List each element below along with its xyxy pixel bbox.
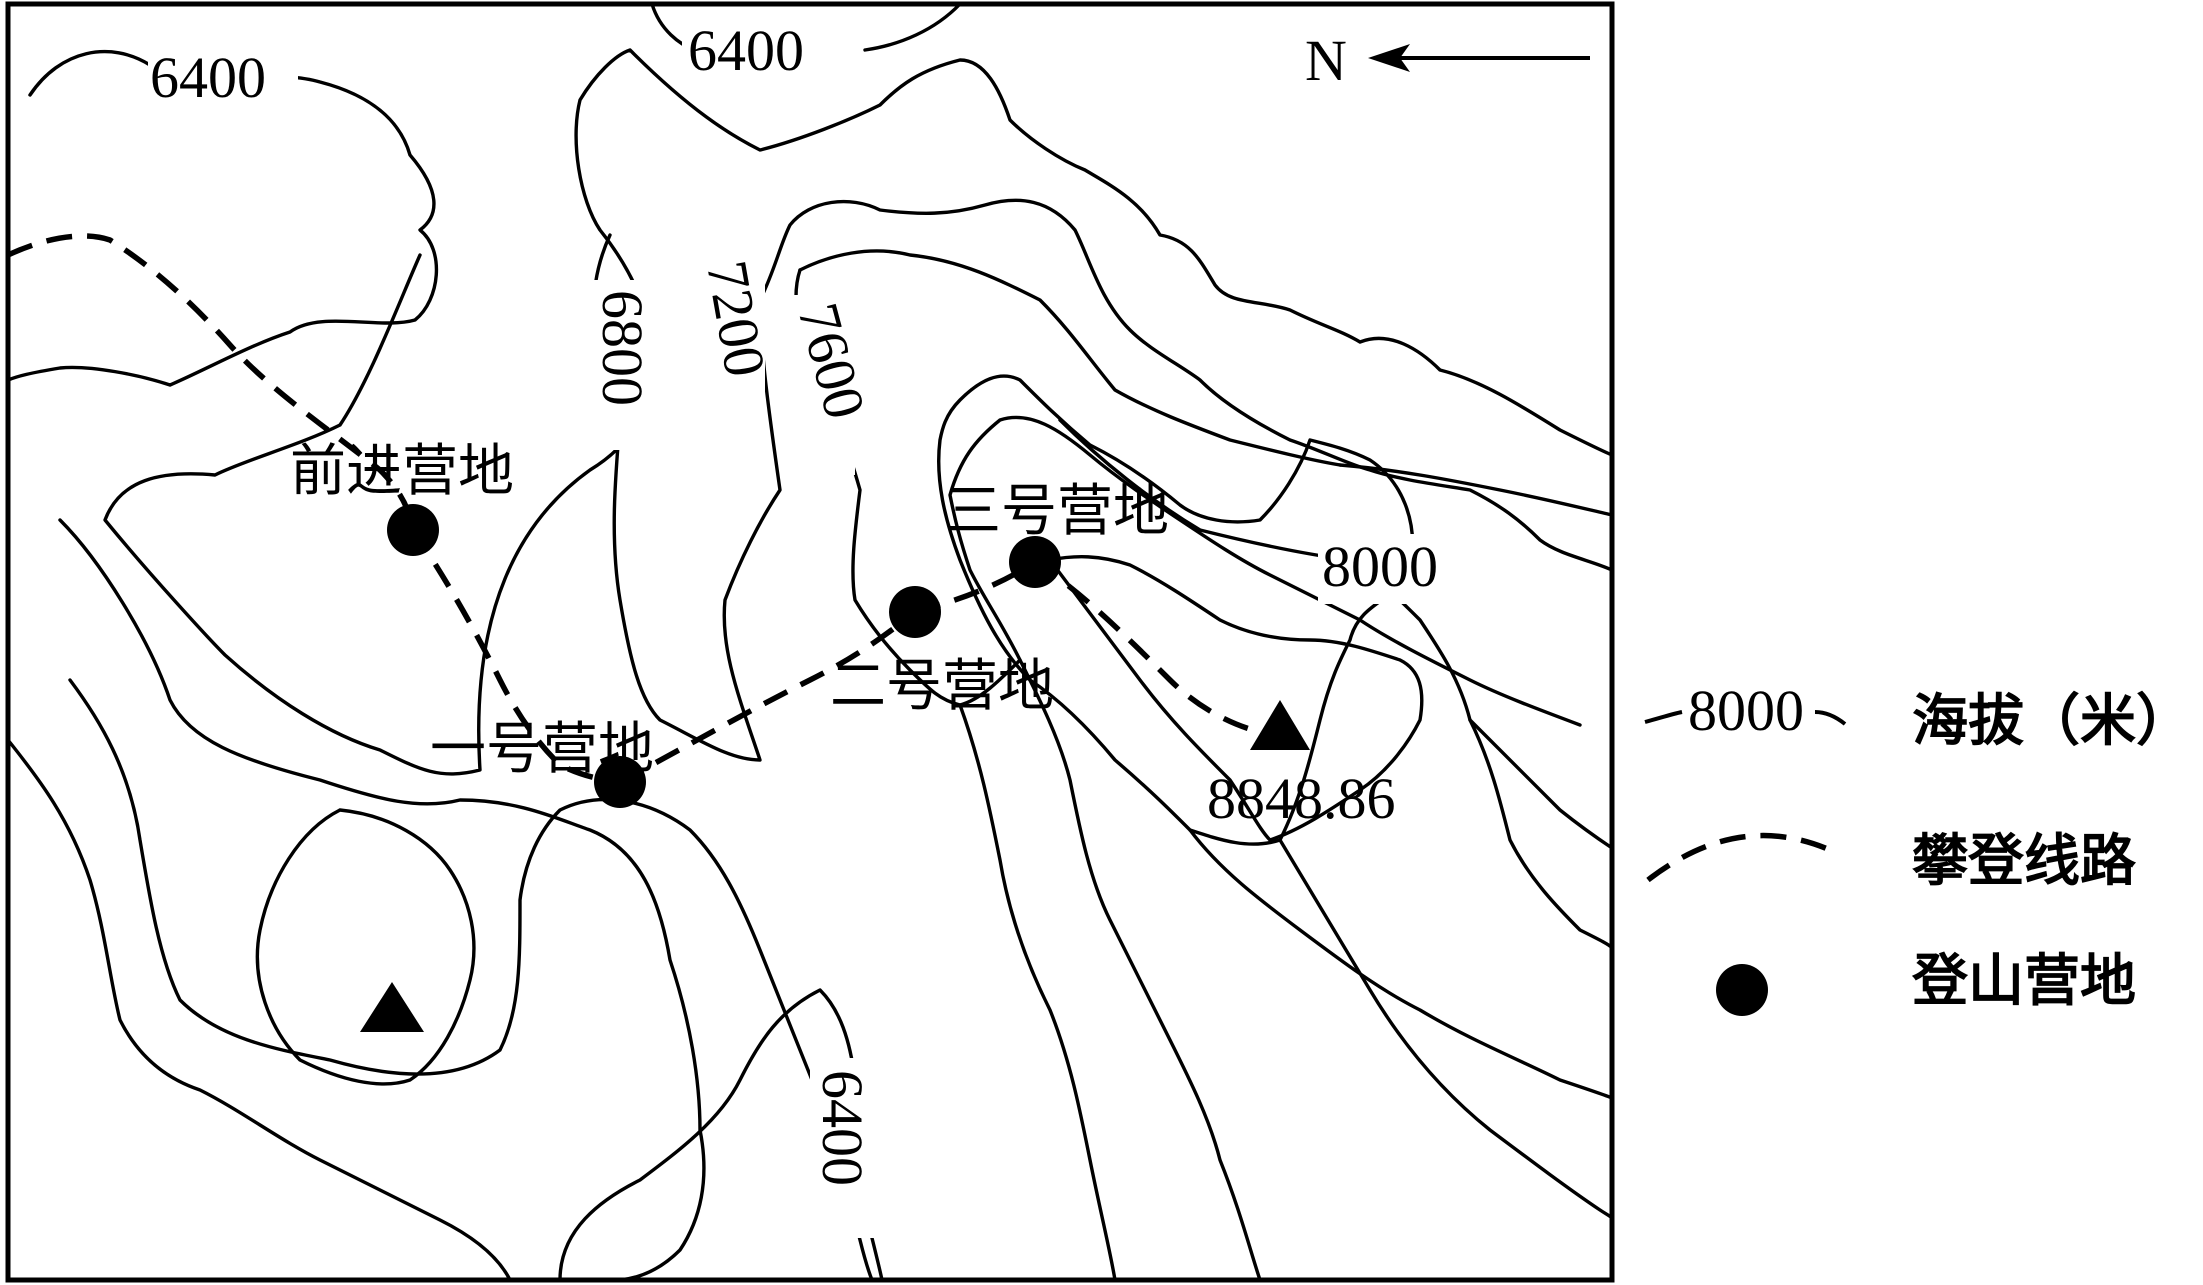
legend-route-line	[1646, 832, 1832, 883]
contour-6400-bottom	[558, 988, 857, 1282]
camp-dot-advance	[387, 504, 439, 556]
north-label: N	[1305, 28, 1347, 93]
legend-route-label: 攀登线路	[1912, 829, 2137, 894]
camp-dot-3	[1009, 536, 1061, 588]
camp-label-camp3: 三号营地	[945, 479, 1169, 544]
legend-contour-value: 8000	[1688, 678, 1804, 743]
camp-labels: 前进营地 一号营地 二号营地 三号营地	[290, 439, 1169, 782]
contour-label-6800: 6800	[590, 290, 655, 406]
legend-route: 攀登线路	[1646, 829, 2137, 894]
contour-6400-top-2	[863, 2, 962, 52]
route-segment-advance-to-camp1	[410, 528, 621, 785]
contour-right-3	[1188, 828, 1614, 1100]
camp-dot-1	[594, 756, 646, 808]
secondary-peak-triangle-icon	[360, 982, 424, 1032]
peaks: 8848.86	[360, 700, 1396, 1032]
contour-left-lobe	[58, 518, 706, 1282]
camp-label-camp1: 一号营地	[430, 717, 654, 782]
route-segment-camp3-to-summit	[1033, 559, 1276, 738]
contour-lower-left	[6, 738, 512, 1282]
legend-contour: 8000 海拔（米）	[1644, 678, 2192, 754]
contour-label-8000: 8000	[1322, 534, 1438, 599]
camp-label-camp2: 二号营地	[830, 654, 1054, 719]
contour-right-2	[958, 703, 1117, 1282]
contour-8000-outer	[1058, 418, 1614, 950]
legend-contour-line-left	[1644, 710, 1683, 724]
contour-6800	[103, 48, 1614, 776]
contour-right-4	[1278, 838, 1614, 1220]
camp-dot-2	[889, 586, 941, 638]
contour-right-6	[1338, 463, 1614, 517]
contour-7600-branch	[798, 249, 1342, 467]
route-segment-camp1-to-camp2	[618, 609, 917, 785]
contour-labels: 6400 6400 6800 7200 7600 8000 6400	[150, 18, 1438, 1186]
legend-camp-label: 登山营地	[1911, 949, 2136, 1014]
contour-7200	[591, 198, 1614, 762]
legend-camp: 登山营地	[1716, 949, 2136, 1016]
north-arrow: N	[1305, 28, 1590, 93]
contour-summit-inner	[1048, 555, 1424, 842]
contour-left-inner	[255, 808, 476, 1086]
map-frame	[5, 1, 1615, 1283]
label-knockouts	[148, 12, 1468, 1238]
legend: 8000 海拔（米） 攀登线路 登山营地	[1644, 678, 2192, 1016]
contour-lines	[6, 2, 1614, 1282]
contour-right-1	[1018, 658, 1262, 1282]
contour-label-6400-bottom: 6400	[810, 1070, 875, 1186]
contour-label-6400-top-center: 6400	[688, 18, 804, 83]
contour-right-5	[1468, 718, 1614, 850]
legend-camp-dot	[1716, 964, 1768, 1016]
camps	[387, 504, 1061, 808]
camp-label-advance: 前进营地	[290, 439, 514, 504]
contour-7600	[794, 268, 1582, 727]
north-arrow-head	[1368, 44, 1410, 72]
contour-label-6400-top-left: 6400	[150, 45, 266, 110]
summit-elevation: 8848.86	[1207, 766, 1396, 831]
legend-contour-line-right	[1814, 710, 1847, 726]
legend-contour-label: 海拔（米）	[1912, 689, 2192, 754]
route-segment-approach	[6, 233, 416, 531]
summit-triangle-icon	[1250, 700, 1310, 750]
